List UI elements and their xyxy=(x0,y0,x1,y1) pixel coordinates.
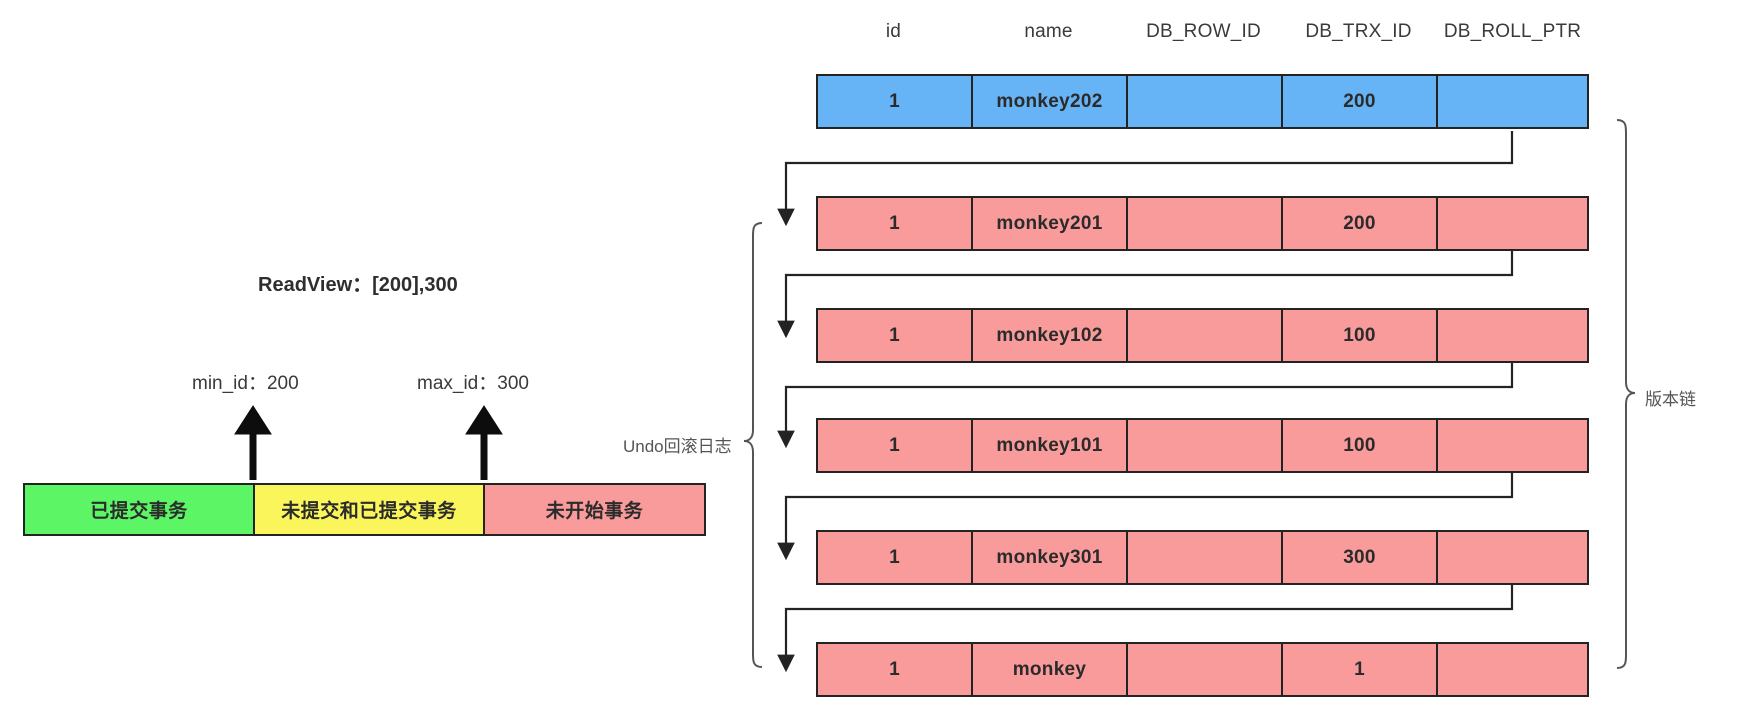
cell-id: 1 xyxy=(818,310,973,361)
cell-db-trx-id: 100 xyxy=(1283,310,1438,361)
column-header-db-roll-ptr: DB_ROLL_PTR xyxy=(1443,21,1582,42)
cell-db-roll-ptr xyxy=(1438,198,1587,249)
cell-id: 1 xyxy=(818,644,973,695)
cell-name: monkey102 xyxy=(973,310,1128,361)
cell-db-roll-ptr xyxy=(1438,532,1587,583)
column-header-db-trx-id: DB_TRX_ID xyxy=(1305,21,1412,42)
table-row: 1 monkey 1 xyxy=(816,642,1589,697)
cell-db-trx-id: 200 xyxy=(1283,198,1438,249)
cell-name: monkey101 xyxy=(973,420,1128,471)
cell-db-row-id xyxy=(1128,310,1283,361)
column-header-id: id xyxy=(885,21,902,42)
segment-active-and-committed-transactions: 未提交和已提交事务 xyxy=(255,485,485,534)
cell-db-row-id xyxy=(1128,644,1283,695)
cell-db-roll-ptr xyxy=(1438,644,1587,695)
segment-committed-transactions: 已提交事务 xyxy=(25,485,255,534)
cell-db-row-id xyxy=(1128,198,1283,249)
cell-name: monkey202 xyxy=(973,76,1128,127)
cell-name: monkey xyxy=(973,644,1128,695)
table-row: 1 monkey101 100 xyxy=(816,418,1589,473)
cell-db-trx-id: 100 xyxy=(1283,420,1438,471)
cell-db-trx-id: 200 xyxy=(1283,76,1438,127)
cell-db-trx-id: 1 xyxy=(1283,644,1438,695)
undo-log-label: Undo回滚日志 xyxy=(623,437,732,456)
cell-db-roll-ptr xyxy=(1438,420,1587,471)
cell-db-row-id xyxy=(1128,76,1283,127)
min-id-label: min_id：200 xyxy=(192,373,299,394)
cell-db-trx-id: 300 xyxy=(1283,532,1438,583)
version-chain-label: 版本链 xyxy=(1645,390,1696,409)
cell-db-roll-ptr xyxy=(1438,310,1587,361)
segment-not-started-transactions: 未开始事务 xyxy=(485,485,704,534)
cell-name: monkey201 xyxy=(973,198,1128,249)
table-row: 1 monkey102 100 xyxy=(816,308,1589,363)
cell-db-roll-ptr xyxy=(1438,76,1587,127)
cell-id: 1 xyxy=(818,198,973,249)
transaction-state-bar: 已提交事务 未提交和已提交事务 未开始事务 xyxy=(23,483,706,536)
table-row: 1 monkey202 200 xyxy=(816,74,1589,129)
column-header-name: name xyxy=(1024,21,1073,42)
cell-id: 1 xyxy=(818,420,973,471)
table-row: 1 monkey301 300 xyxy=(816,530,1589,585)
cell-id: 1 xyxy=(818,76,973,127)
table-row: 1 monkey201 200 xyxy=(816,196,1589,251)
cell-id: 1 xyxy=(818,532,973,583)
cell-db-row-id xyxy=(1128,532,1283,583)
cell-db-row-id xyxy=(1128,420,1283,471)
cell-name: monkey301 xyxy=(973,532,1128,583)
readview-label: ReadView：[200],300 xyxy=(258,274,458,296)
column-header-db-row-id: DB_ROW_ID xyxy=(1146,21,1261,42)
max-id-label: max_id：300 xyxy=(417,373,529,394)
